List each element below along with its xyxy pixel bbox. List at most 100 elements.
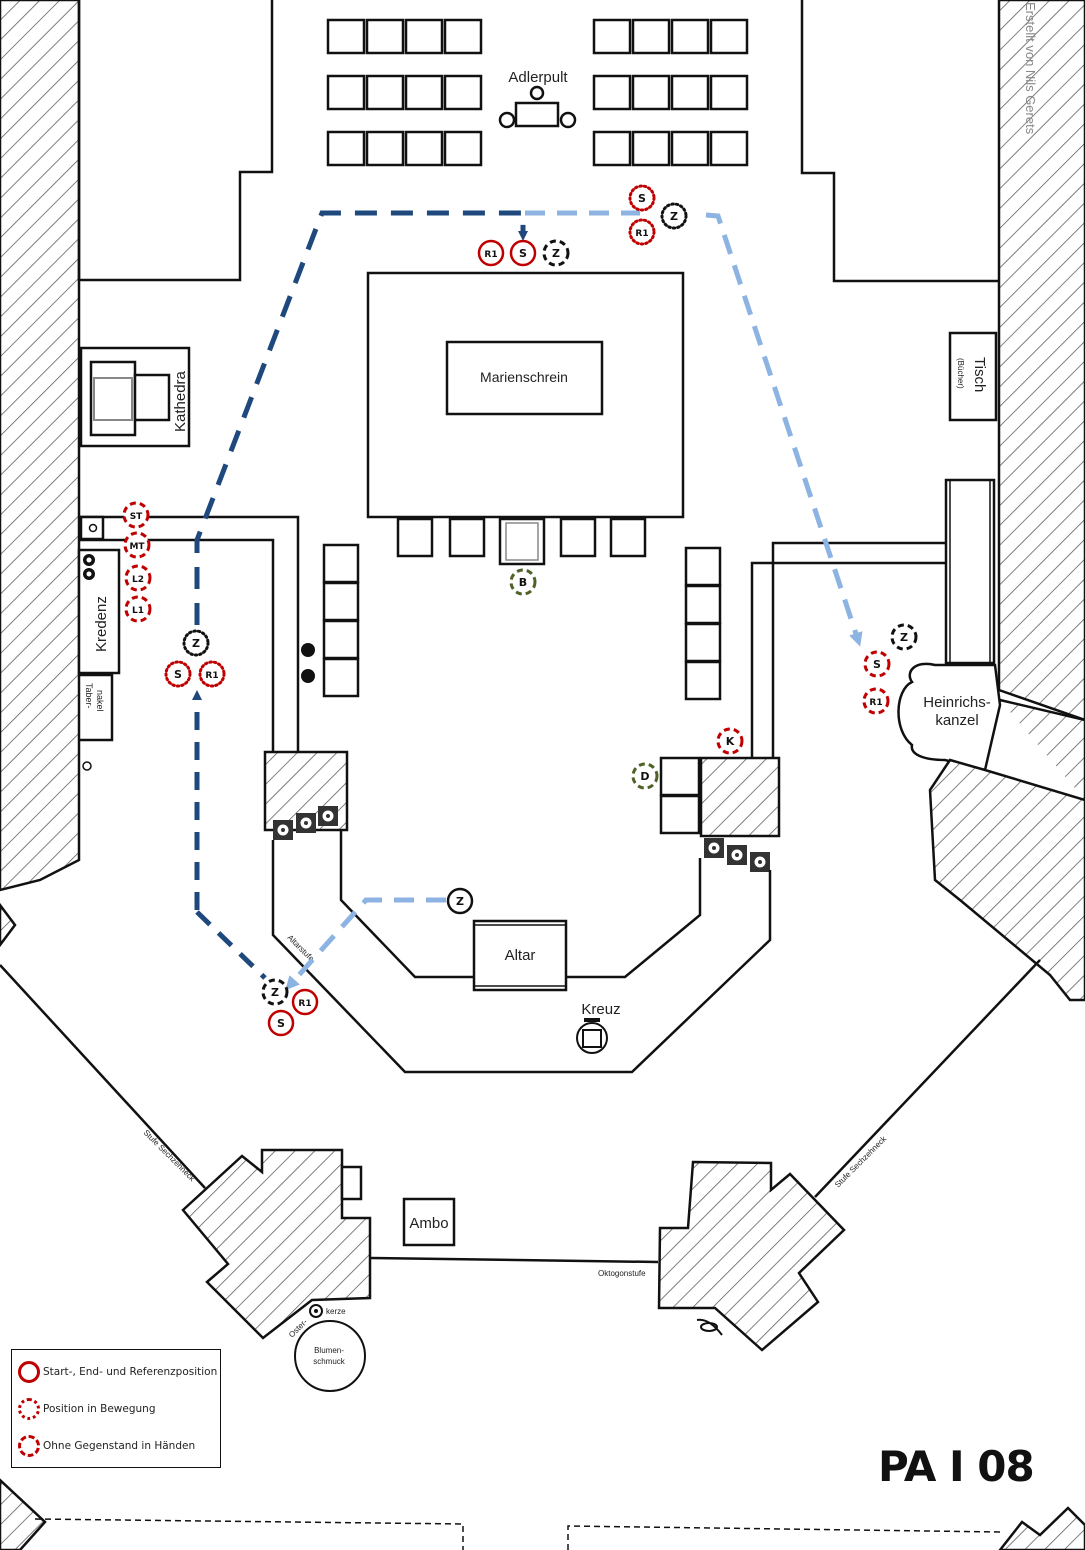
marker-label: Z (552, 247, 560, 260)
marker-label: Z (900, 631, 908, 644)
stufe-sechzehneck-left (0, 964, 206, 1189)
plan-id-title: PA I 08 (878, 1442, 1035, 1491)
wall-right (997, 0, 1085, 722)
shrine-seats (396, 517, 647, 566)
svg-text:Heinrichs-: Heinrichs- (923, 694, 991, 711)
marker-circle (862, 687, 890, 715)
marker-s-dotted: S (164, 660, 192, 688)
marker-b-dashed: B (509, 568, 537, 596)
svg-text:Kreuz: Kreuz (581, 1001, 620, 1018)
marker-circle (628, 184, 656, 212)
pillar-lower-right (657, 1160, 846, 1352)
credit-text: Erstellt von Nils Gerets (1023, 2, 1038, 135)
marker-circle (660, 202, 688, 230)
marker-circle (123, 531, 151, 559)
marker-r1-dashed: R1 (862, 687, 890, 715)
tisch: Tisch (Bücher) (948, 331, 998, 422)
marker-label: S (519, 247, 527, 260)
marker-label: MT (129, 542, 145, 552)
svg-text:Stufe Sechzehneck: Stufe Sechzehneck (142, 1128, 198, 1184)
pillar-lower-left (181, 1148, 372, 1340)
svg-text:Adlerpult: Adlerpult (508, 69, 568, 86)
tabernakel: Taber- nakel (79, 673, 114, 771)
marker-circle (477, 239, 505, 267)
marker-r1-dotted: R1 (628, 218, 656, 246)
marker-z-dashed: Z (890, 623, 918, 651)
path-dark-2 (194, 210, 528, 625)
marker-circle (182, 629, 210, 657)
ambo: Ambo (402, 1197, 456, 1247)
path-light-2 (285, 897, 446, 991)
path-dark-3 (195, 910, 267, 980)
svg-text:Ambo: Ambo (409, 1215, 448, 1232)
marker-st-dashed: ST (122, 501, 150, 529)
svg-text:(Bücher): (Bücher) (956, 358, 965, 389)
svg-text:kanzel: kanzel (935, 712, 978, 729)
marker-label: R1 (298, 999, 311, 1009)
legend-item-dotted: Position in Bewegung (18, 1395, 155, 1423)
blumenschmuck: Blumen- schmuck (294, 1320, 366, 1392)
marker-label: Z (271, 986, 279, 999)
marker-label: D (640, 770, 649, 783)
altar-step-inner (339, 830, 702, 979)
marker-label: R1 (484, 250, 497, 260)
svg-text:Tisch: Tisch (971, 357, 988, 392)
svg-text:schmuck: schmuck (313, 1357, 346, 1366)
marker-r1-dotted: R1 (198, 660, 226, 688)
wall-left-lower (0, 902, 17, 948)
marker-label: R1 (205, 671, 218, 681)
path-light-1 (525, 210, 858, 640)
marker-s-dashed: S (863, 650, 891, 678)
marienschrein (445, 340, 604, 416)
marker-label: S (277, 1017, 285, 1030)
stufe-sechzehneck-right (814, 959, 1041, 1198)
marker-circle (198, 660, 226, 688)
wall-left (0, 0, 81, 892)
legend-item-dashed: Ohne Gegenstand in Händen (18, 1432, 195, 1460)
marker-label: Z (192, 637, 200, 650)
altar-step-outer (271, 840, 772, 1074)
choir-benches-right (592, 18, 749, 167)
svg-text:Stufe Sechzehneck: Stufe Sechzehneck (833, 1134, 889, 1190)
marker-k-dashed: K (716, 727, 744, 755)
kreuz: Kreuz (576, 1001, 621, 1054)
credence-right (659, 756, 701, 835)
svg-text:Taber-: Taber- (84, 683, 94, 709)
marker-label: Z (456, 895, 464, 908)
svg-text:nakel: nakel (95, 690, 105, 712)
dotted-circle-icon (18, 1398, 40, 1420)
marker-z-solid: Z (446, 887, 474, 915)
adlerpult: Adlerpult (498, 69, 577, 129)
marker-circle (291, 988, 319, 1016)
wall-right-lower (928, 698, 1085, 1002)
marker-circle (542, 239, 570, 267)
marker-label: B (519, 576, 527, 589)
kredenz: Kredenz (77, 548, 121, 675)
right-seat-column (684, 546, 722, 701)
marker-label: L1 (132, 606, 144, 616)
marker-circle (509, 239, 537, 267)
marker-circle (628, 218, 656, 246)
marker-label: ST (130, 512, 143, 522)
svg-text:kerze: kerze (326, 1307, 346, 1316)
pillar-right (699, 756, 781, 838)
choir-benches-left (326, 18, 483, 167)
svg-text:Oktogonstufe: Oktogonstufe (598, 1269, 646, 1278)
marker-label: K (726, 735, 735, 748)
marker-s-solid: S (267, 1009, 295, 1037)
candles-left (273, 806, 338, 840)
marker-circle (509, 568, 537, 596)
marker-circle (164, 660, 192, 688)
marker-d-dashed: D (631, 762, 659, 790)
eye-icon (696, 1318, 723, 1336)
heinrichskanzel: Heinrichs- kanzel (897, 662, 1002, 772)
marker-circle (863, 650, 891, 678)
altar: Altar (472, 919, 568, 992)
marker-circle (261, 978, 289, 1006)
svg-text:Altar: Altar (505, 947, 536, 964)
choir-left-outline (77, 0, 274, 282)
dashed-circle-icon (18, 1435, 40, 1457)
marker-circle (124, 564, 152, 592)
